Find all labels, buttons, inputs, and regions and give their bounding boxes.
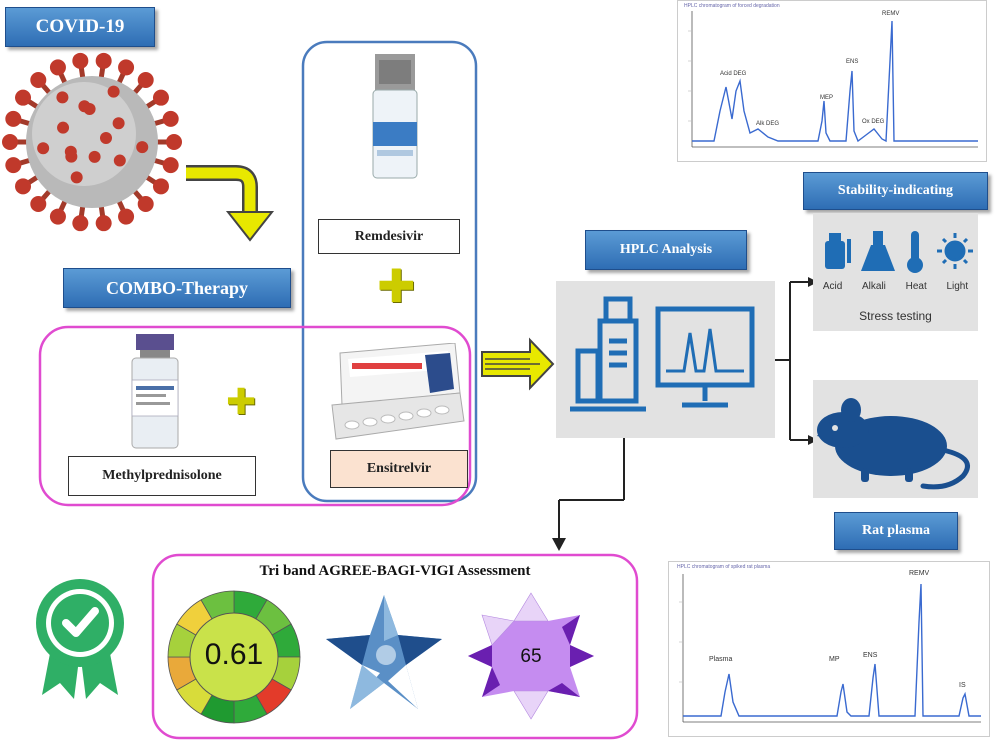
methylprednisolone-group-box (38, 325, 472, 507)
rat-icon (813, 380, 978, 498)
rat-plasma-banner: Rat plasma (834, 512, 958, 550)
ensitrelvir-label: Ensitrelvir (330, 450, 468, 488)
top-chromatogram-header: HPLC chromatogram of forced degradation (684, 3, 780, 9)
bagi-star-pictogram (326, 595, 442, 709)
methylprednisolone-vial-image (131, 334, 179, 449)
bottom-chromatogram: HPLC chromatogram of spiked rat plasma P… (668, 561, 990, 737)
ensitrelvir-pack-image (331, 343, 465, 440)
top-chromatogram: HPLC chromatogram of forced degradation … (677, 0, 987, 162)
combo-title: COMBO-Therapy (106, 277, 248, 298)
bottom-peak-remv: REMV (909, 570, 930, 577)
hplc-title: HPLC Analysis (619, 242, 713, 257)
remdesivir-label: Remdesivir (318, 219, 460, 254)
assessment-box (151, 553, 639, 740)
plus-sign-2: ✚ (226, 382, 257, 423)
plus-sign-1: ✚ (377, 259, 416, 313)
hplc-branch-connector (775, 281, 808, 441)
rat-plasma-title: Rat plasma (861, 523, 931, 538)
hplc-to-assessment-connector (558, 438, 625, 540)
methylprednisolone-label: Methylprednisolone (68, 456, 256, 496)
top-peak-acid: Acid DEG (720, 71, 747, 77)
certified-badge-icon (36, 579, 124, 699)
bottom-peak-is: IS (959, 682, 966, 689)
assessment-title: Tri band AGREE-BAGI-VIGI Assessment (259, 563, 531, 579)
remdesivir-vial-image (372, 54, 418, 179)
top-peak-ens: ENS (846, 59, 859, 65)
curved-arrow (186, 167, 256, 214)
arrow-to-hplc (481, 337, 555, 391)
agree-score-value: 0.61 (204, 638, 264, 671)
stability-banner: Stability-indicating (803, 172, 988, 210)
bottom-peak-mp: MP (829, 656, 840, 663)
stress-acid-label: Acid (822, 281, 843, 292)
top-peak-mep: MEP (820, 95, 834, 101)
top-peak-alk: Alk DEG (756, 121, 780, 127)
combo-banner: COMBO-Therapy (63, 268, 291, 308)
remdesivir-group-box (301, 40, 478, 503)
agree-score-wheel (167, 590, 301, 724)
covid-title: COVID-19 (35, 16, 125, 37)
hplc-instrument-icon (556, 281, 775, 438)
stability-title: Stability-indicating (837, 183, 954, 198)
stress-alkali-label: Alkali (862, 281, 886, 292)
stress-testing-caption: Stress testing (859, 309, 932, 323)
bottom-peak-ens: ENS (863, 652, 878, 659)
vigi-score-value: 65 (520, 646, 542, 667)
curved-arrow-head (225, 211, 275, 242)
hplc-banner: HPLC Analysis (585, 230, 747, 270)
coronavirus-icon (2, 52, 182, 232)
bottom-peak-plasma: Plasma (709, 656, 733, 663)
covid-banner: COVID-19 (5, 7, 155, 47)
vigi-star-pictogram (468, 592, 594, 720)
curved-arrow-outline (186, 165, 258, 214)
stress-testing-panel: Acid Alkali Heat Light Stress testing (813, 213, 978, 331)
stress-light-label: Light (946, 281, 969, 292)
top-peak-ox: Ox DEG (862, 119, 885, 125)
bottom-chromatogram-header: HPLC chromatogram of spiked rat plasma (677, 564, 771, 570)
top-peak-remv: REMV (882, 11, 900, 17)
stress-heat-label: Heat (905, 281, 927, 292)
